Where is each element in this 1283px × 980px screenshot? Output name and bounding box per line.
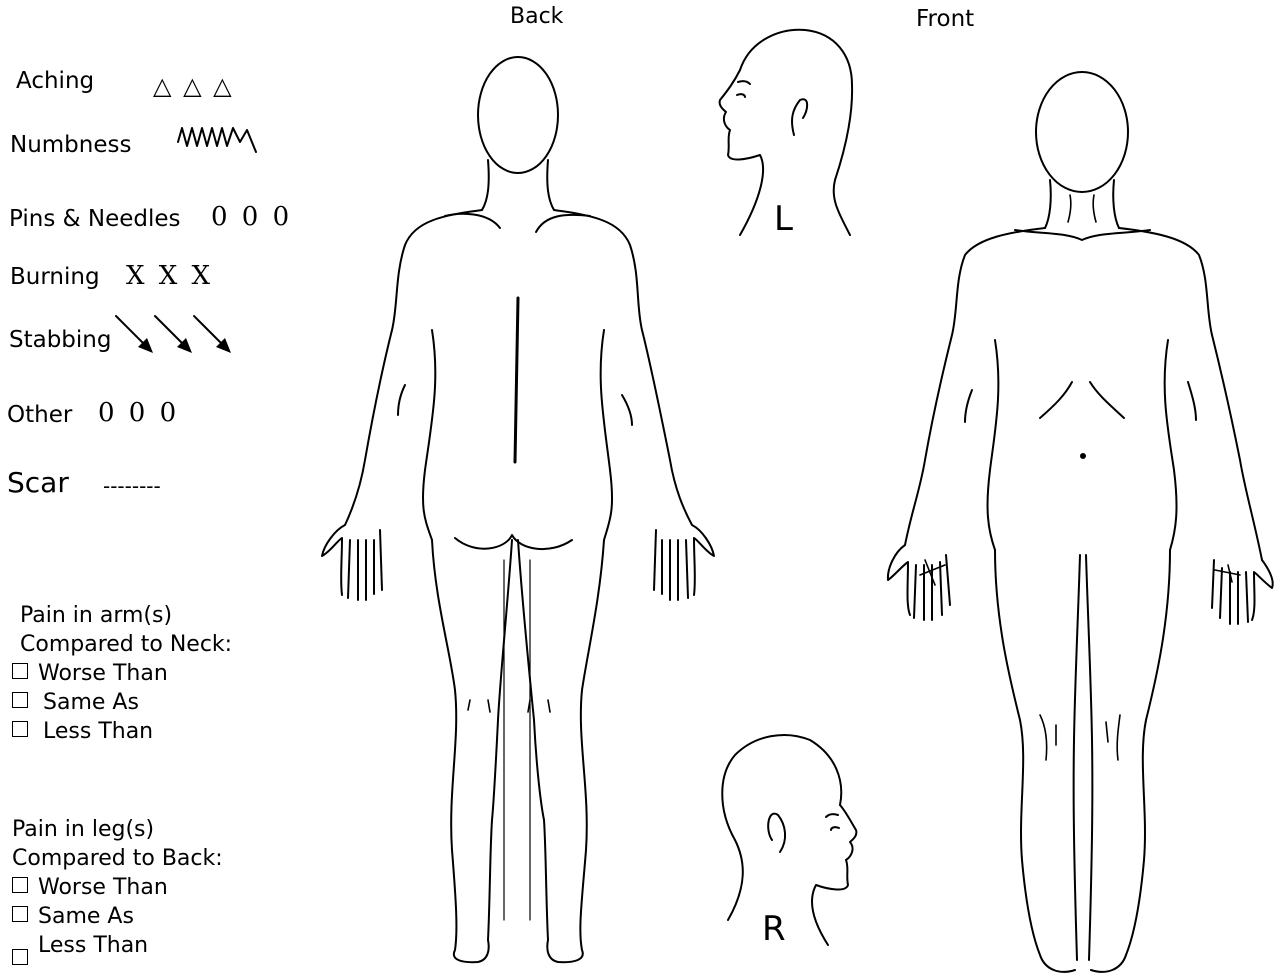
pins-needles-circles-symbol: 0 0 0 [211,202,292,232]
front-body-figure-icon [888,72,1273,972]
arm-worse-checkbox[interactable] [12,663,28,679]
leg-option-less[interactable]: Less Than [12,931,148,974]
arm-question-line2: Compared to Neck: [20,630,232,659]
arm-option-worse[interactable]: Worse Than [12,659,168,688]
right-head-profile-icon [722,735,856,945]
leg-question-line2: Compared to Back: [12,844,223,873]
back-view-heading: Back [510,4,563,29]
legend-aching-label: Aching [16,68,94,94]
arm-same-checkbox[interactable] [12,692,28,708]
legend-stabbing-label: Stabbing [9,327,111,353]
scar-dashes-symbol: -------- [103,474,161,498]
leg-option-worse[interactable]: Worse Than [12,873,168,902]
legend-numbness-label: Numbness [10,132,131,158]
left-head-marker: L [774,199,793,239]
leg-option-same[interactable]: Same As [12,902,134,931]
legend-burning-label: Burning [10,264,100,290]
leg-same-checkbox[interactable] [12,906,28,922]
arm-option-same[interactable]: Same As [12,688,139,717]
legend-scar-label: Scar [7,466,69,499]
front-view-heading: Front [916,6,974,32]
legend-other-label: Other [7,402,72,428]
arm-option-less[interactable]: Less Than [12,717,153,746]
aching-triangles-symbol: △ △ △ [153,72,234,100]
burning-x-symbol: X X X [126,261,213,291]
leg-question-line1: Pain in leg(s) [12,815,154,844]
leg-less-checkbox[interactable] [12,949,28,965]
other-circles-symbol: 0 0 0 [98,398,179,428]
legend-pins-needles-label: Pins & Needles [9,206,181,232]
left-head-profile-icon [720,30,852,235]
back-body-figure-icon [322,57,714,962]
arm-question-line1: Pain in arm(s) [20,601,172,630]
right-head-marker: R [762,909,786,949]
leg-worse-checkbox[interactable] [12,877,28,893]
arm-less-checkbox[interactable] [12,721,28,737]
